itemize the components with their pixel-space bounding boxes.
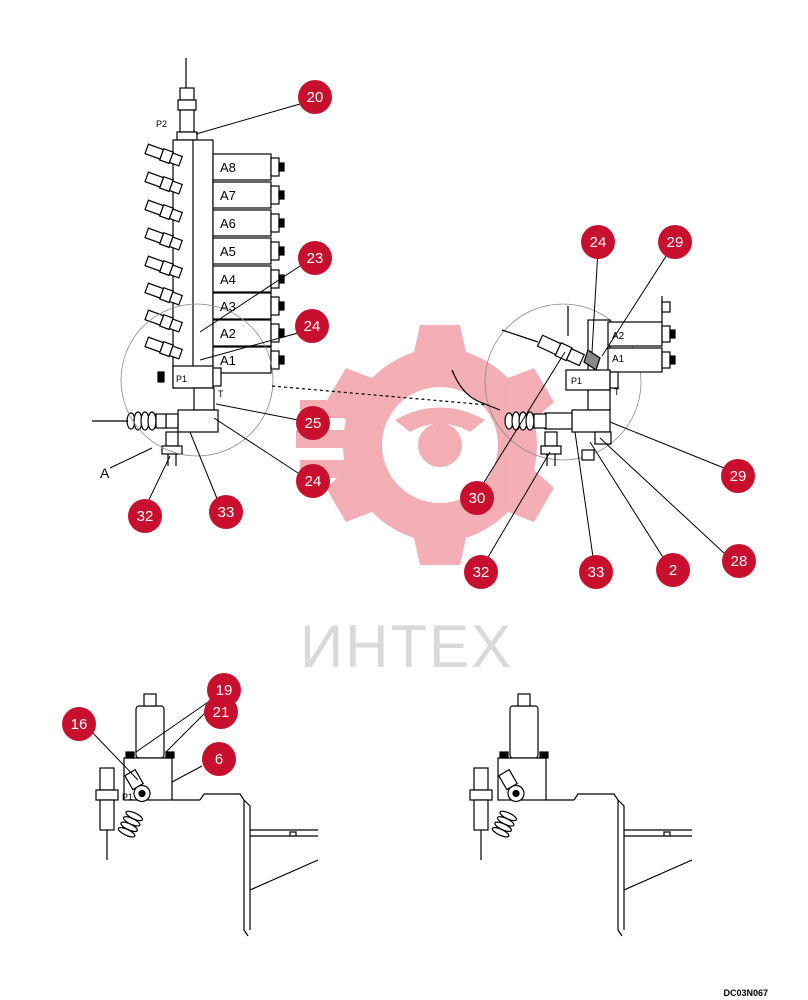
callout-balloon: 24 bbox=[296, 464, 330, 498]
callout-balloon: 33 bbox=[579, 555, 613, 589]
svg-text:29: 29 bbox=[730, 468, 747, 485]
svg-text:24: 24 bbox=[304, 318, 321, 335]
svg-text:28: 28 bbox=[731, 553, 748, 570]
bottom-left-view bbox=[95, 693, 319, 937]
svg-text:6: 6 bbox=[215, 751, 223, 768]
callout-balloon: 32 bbox=[464, 555, 498, 589]
main-valve-labels: A8 A7 A6 A5 A4 A3 A2 A1 bbox=[220, 160, 236, 368]
svg-text:24: 24 bbox=[590, 234, 607, 251]
callout-balloon: 23 bbox=[298, 241, 332, 275]
svg-text:25: 25 bbox=[305, 415, 322, 432]
callout-balloon: 16 bbox=[62, 707, 96, 741]
valve-label: A6 bbox=[220, 216, 236, 231]
main-manifold-assembly bbox=[92, 58, 285, 466]
svg-text:32: 32 bbox=[473, 564, 490, 581]
valve-label: A2 bbox=[612, 331, 625, 342]
callout-balloon: 25 bbox=[296, 406, 330, 440]
valve-label: A1 bbox=[612, 354, 625, 365]
callout-balloon: 20 bbox=[298, 80, 332, 114]
svg-text:2: 2 bbox=[669, 562, 677, 579]
view-label: A bbox=[100, 465, 110, 481]
callout-balloon: 24 bbox=[295, 309, 329, 343]
svg-text:24: 24 bbox=[305, 473, 322, 490]
callout-balloon: 32 bbox=[128, 499, 162, 533]
detail-labels: A2 A1 P1 T bbox=[571, 331, 625, 397]
port-label-t: T bbox=[614, 387, 620, 397]
valve-label: A7 bbox=[220, 188, 236, 203]
callout-balloon: 28 bbox=[722, 544, 756, 578]
svg-text:30: 30 bbox=[469, 490, 486, 507]
port-label-p1: P1 bbox=[176, 374, 187, 384]
drawing-reference: DC03N067 bbox=[723, 988, 768, 998]
watermark-text: ИНТЕХ bbox=[300, 613, 514, 680]
valve-label: A8 bbox=[220, 160, 236, 175]
leader-lines bbox=[89, 103, 725, 783]
callout-balloon: 29 bbox=[658, 225, 692, 259]
svg-text:20: 20 bbox=[307, 89, 324, 106]
callout-balloon: 6 bbox=[202, 742, 236, 776]
angled-fittings bbox=[144, 143, 184, 360]
svg-text:29: 29 bbox=[667, 234, 684, 251]
callout-balloon: 33 bbox=[209, 495, 243, 529]
solenoid-stack bbox=[212, 153, 285, 374]
port-label-p1: P1 bbox=[571, 376, 582, 386]
svg-text:23: 23 bbox=[307, 250, 324, 267]
bottom-right-view bbox=[469, 693, 693, 937]
port-label-t: T bbox=[218, 389, 224, 399]
callout-balloon: 21 bbox=[204, 695, 238, 729]
port-label-p1: P1 bbox=[122, 792, 133, 802]
svg-text:33: 33 bbox=[588, 564, 605, 581]
svg-text:32: 32 bbox=[137, 508, 154, 525]
watermark-gear-icon bbox=[296, 325, 554, 565]
callout-balloons: 20 23 24 25 24 32 33 24 29 30 29 32 33 2… bbox=[62, 80, 756, 776]
callout-balloon: 29 bbox=[721, 459, 755, 493]
callout-balloon: 24 bbox=[581, 225, 615, 259]
valve-label: A2 bbox=[220, 326, 236, 341]
valve-label: A1 bbox=[220, 353, 236, 368]
callout-balloon: 30 bbox=[460, 481, 494, 515]
valve-label: A5 bbox=[220, 244, 236, 259]
svg-text:19: 19 bbox=[216, 682, 233, 699]
valve-label: A4 bbox=[220, 272, 236, 287]
svg-text:33: 33 bbox=[218, 504, 235, 521]
callout-balloon: 2 bbox=[656, 553, 690, 587]
svg-text:21: 21 bbox=[213, 704, 230, 721]
svg-text:16: 16 bbox=[71, 716, 88, 733]
detail-manifold-assembly bbox=[271, 296, 676, 466]
valve-label: A3 bbox=[220, 299, 236, 314]
port-label-p2: P2 bbox=[156, 119, 167, 129]
main-port-labels: P2 P1 T bbox=[156, 119, 224, 399]
